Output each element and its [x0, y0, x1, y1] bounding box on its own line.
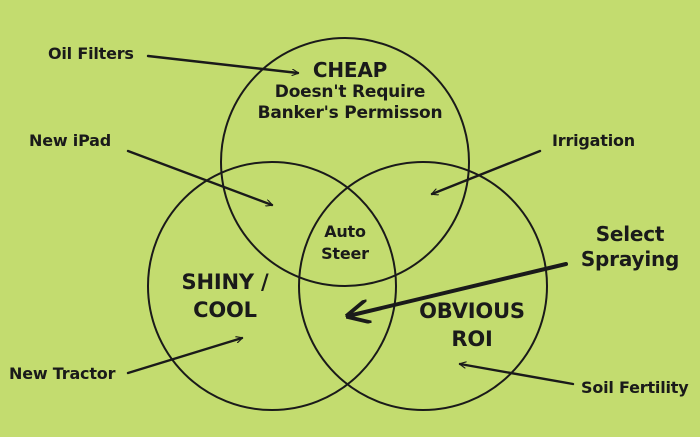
new-tractor-arrow [126, 338, 242, 375]
select-spraying-label: Select Spraying [572, 222, 688, 272]
soil-fertility-arrow [460, 364, 575, 386]
cheap-subtitle-line2: Banker's Permisson [257, 103, 443, 123]
obvious-roi-line2: ROI [451, 327, 493, 351]
new-tractor-label: New Tractor [9, 364, 116, 383]
cheap-region-label: CHEAP Doesn't Require Banker's Permisson [250, 58, 450, 124]
obvious-roi-label: OBVIOUS ROI [412, 297, 532, 353]
select-spraying-line1: Select [595, 222, 665, 246]
irrigation-label: Irrigation [552, 131, 635, 150]
shiny-cool-line2: COOL [193, 298, 257, 322]
auto-steer-line1: Auto [324, 222, 366, 241]
shiny-cool-circle [147, 161, 397, 411]
auto-steer-label: Auto Steer [305, 221, 385, 265]
irrigation-arrow [432, 149, 542, 194]
new-ipad-arrow [126, 149, 272, 205]
oil-filters-label: Oil Filters [48, 44, 134, 63]
select-spraying-arrow [348, 262, 568, 316]
shiny-cool-line1: SHINY / [181, 270, 269, 294]
obvious-roi-circle [298, 161, 548, 411]
cheap-title: CHEAP [312, 58, 388, 82]
obvious-roi-line1: OBVIOUS [419, 299, 525, 323]
cheap-circle [220, 37, 470, 287]
oil-filters-arrow [146, 54, 300, 73]
shiny-cool-label: SHINY / COOL [165, 268, 285, 324]
select-spraying-line2: Spraying [580, 247, 680, 271]
new-ipad-label: New iPad [29, 131, 112, 150]
cheap-subtitle-line1: Doesn't Require [274, 82, 426, 102]
auto-steer-line2: Steer [321, 244, 369, 263]
soil-fertility-label: Soil Fertility [581, 378, 689, 397]
